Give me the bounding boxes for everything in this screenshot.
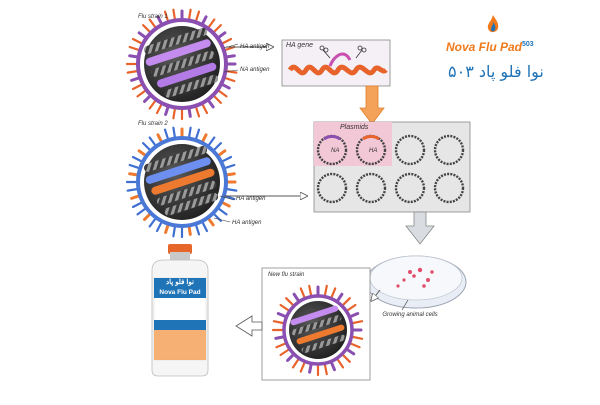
plasmid-ring [394,134,426,166]
antigen-spike [348,341,361,349]
brand-title-text: Nova Flu Pad [446,40,523,54]
virus-strain-1-rna [143,27,219,98]
label-ha-antigen-1: HA antigen [240,44,270,50]
antigen-spike [345,303,357,313]
plasmid-panel [313,121,471,213]
plasmid-na-insert [323,134,341,141]
plasmid-ring [433,172,465,204]
scissors-icon [319,45,367,59]
arrow-new-strain-to-vaccine [235,315,263,337]
antigen-spike [279,347,291,357]
brand-subtitle: نوا فلو پاد ۵۰۳ [448,62,544,81]
plasmid-ring [316,172,348,204]
antigen-spike [285,297,296,308]
antigen-spike [323,362,328,376]
label-plasmids: Plasmids [340,124,369,131]
label-new-flu-strain: New flu strain [268,272,305,278]
label-plasmid-ha: HA [369,148,378,154]
label-flu-strain-2: Flu strain 2 [138,121,168,127]
label-ha-gene: HA gene [286,42,313,49]
antigen-spike [350,320,364,325]
antigen-spike [291,357,301,369]
brand-title: Nova Flu Pad503 [446,40,534,54]
flame-icon [487,15,499,33]
arrow-dish-to-new-strain [372,289,381,300]
label-growing-animal-cells: Growing animal cells [382,312,438,318]
antigen-pointer-lines [213,43,239,223]
antigen-spike [335,357,345,369]
new-strain-panel [261,267,371,381]
virus-strain-2 [125,126,238,239]
virus-strain-2-rna [143,145,219,216]
antigen-spike [299,287,307,300]
arrow-plasmids-to-dish [405,211,435,245]
ha-gene-segment [328,52,352,67]
antigen-spike [350,335,364,340]
antigen-spike [340,297,351,308]
label-ha-antigen-2a: HA antigen [236,196,266,202]
antigen-spike [340,352,351,363]
label-plasmid-na: NA [331,148,340,154]
plasmid-rings [316,134,465,204]
antigen-spike [329,287,337,300]
plasmid-ring [394,172,426,204]
animal-cells [396,267,434,288]
bottle-label-fa: نوا فلو پاد [166,279,194,286]
antigen-spike [308,284,313,298]
ha-gene-panel [281,39,391,87]
brand-title-sup: 503 [522,41,534,48]
label-flu-strain-1: Flu strain 1 [138,14,168,20]
brand-logo: Nova Flu Pad503 نوا فلو پاد ۵۰۳ [446,15,576,100]
antigen-spike [299,360,307,373]
plasmid-ring [433,134,465,166]
plasmid-ha-insert [362,134,380,141]
bottle-label-brand: Nova Flu Pad [159,289,201,296]
plasmid-ring [355,172,387,204]
petri-dish [365,255,467,311]
ha-gene-strand [287,64,388,76]
label-na-antigen-1: NA antigen [240,67,270,73]
label-ha-antigen-2b: HA antigen [232,220,262,226]
vaccine-bottle [151,244,209,377]
antigen-spike [272,320,286,325]
antigen-spike [279,303,291,313]
antigen-spike [323,284,328,298]
antigen-spike [275,341,288,349]
arrow-ha-to-plasmid [359,85,385,125]
virus-strain-1 [125,8,238,121]
